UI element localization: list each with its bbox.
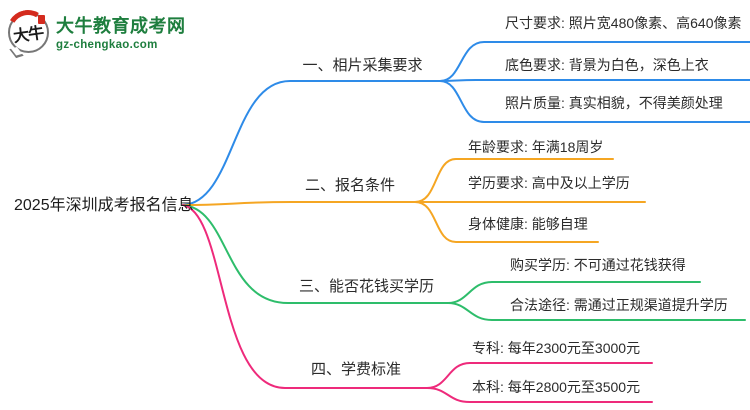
- branch-trunk-conditions: [182, 201, 416, 206]
- branch-label-buy-diploma: 三、能否花钱买学历: [298, 278, 434, 295]
- logo-text-block: 大牛教育成考网 gz-chengkao.com: [56, 12, 186, 52]
- leaf-tuition-zhuanke: 专科: 每年2300元至3000元: [472, 340, 641, 356]
- leaf-buy-diploma-no: 购买学历: 不可通过花钱获得: [510, 257, 686, 273]
- leaf-education-requirement: 学历要求: 高中及以上学历: [468, 175, 630, 191]
- branch-buy-leaf1-line: [447, 281, 701, 304]
- branch-trunk-tuition: [182, 204, 428, 389]
- leaf-photo-quality: 照片质量: 真实相貌，不得美颜处理: [505, 95, 723, 111]
- leaf-tuition-benke: 本科: 每年2800元至3500元: [472, 379, 641, 395]
- branch-tuition-leaf1-line: [426, 362, 653, 389]
- branch-label-registration-conditions: 二、报名条件: [304, 177, 395, 194]
- logo-site-domain: gz-chengkao.com: [56, 39, 158, 51]
- branch-buy-leaf2-line: [447, 302, 746, 321]
- branch-photo-leaf3-line: [439, 80, 750, 123]
- branch-photo-leaf1-line: [439, 41, 750, 82]
- branch-trunk-buy: [182, 204, 449, 304]
- site-logo: 大牛 大牛教育成考网 gz-chengkao.com: [2, 5, 186, 58]
- logo-bull-badge-icon: 大牛: [2, 5, 54, 58]
- branch-tuition-leaf2-line: [426, 387, 653, 403]
- leaf-age-requirement: 年龄要求: 年满18周岁: [468, 139, 604, 155]
- branch-conditions-leaf1-line: [414, 158, 614, 203]
- leaf-photo-background: 底色要求: 背景为白色，深色上衣: [505, 57, 709, 73]
- logo-site-title: 大牛教育成考网: [56, 16, 186, 36]
- mindmap-root-topic: 2025年深圳成考报名信息: [14, 197, 194, 214]
- branch-label-photo-requirements: 一、相片采集要求: [302, 57, 423, 74]
- branch-conditions-leaf3-line: [414, 201, 599, 243]
- branch-photo-leaf2-line: [439, 79, 750, 82]
- leaf-legal-path: 合法途径: 需通过正规渠道提升学历: [510, 297, 728, 313]
- leaf-health-requirement: 身体健康: 能够自理: [468, 216, 588, 232]
- branch-label-tuition-standard: 四、学费标准: [310, 361, 401, 378]
- logo-seal-icon: [38, 15, 45, 24]
- leaf-photo-size: 尺寸要求: 照片宽480像素、高640像素: [505, 15, 742, 31]
- branch-trunk-photo: [182, 80, 441, 206]
